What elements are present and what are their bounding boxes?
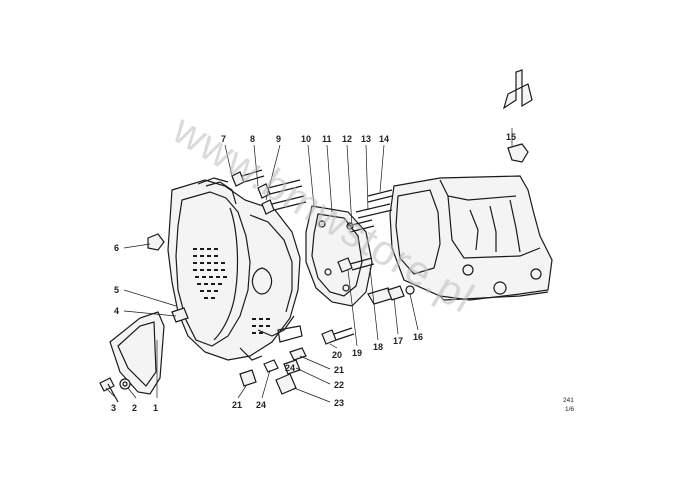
plug-4 bbox=[171, 307, 189, 323]
callout-18: 18 bbox=[373, 342, 383, 352]
nut-6 bbox=[147, 233, 165, 251]
callout-11: 11 bbox=[322, 134, 332, 144]
bolt-20-shank bbox=[333, 327, 355, 341]
stud-14 bbox=[367, 189, 393, 203]
washer-2-hole bbox=[122, 381, 128, 387]
dowel-13 bbox=[355, 203, 393, 219]
callout-6: 6 bbox=[114, 243, 119, 253]
callout-1: 1 bbox=[153, 403, 158, 413]
leader-lines bbox=[105, 128, 513, 403]
rear-gearbox-case bbox=[389, 175, 553, 301]
callout-9: 9 bbox=[276, 134, 281, 144]
callout-16: 16 bbox=[413, 332, 423, 342]
callout-2: 2 bbox=[132, 403, 137, 413]
bolt-19 bbox=[337, 257, 353, 273]
callout-20: 20 bbox=[332, 350, 342, 360]
washer-21 bbox=[289, 347, 307, 361]
bolt-20 bbox=[321, 329, 337, 345]
callout-12: 12 bbox=[342, 134, 352, 144]
callout-24-a: 24 bbox=[256, 400, 266, 410]
callout-3: 3 bbox=[111, 403, 116, 413]
callout-17: 17 bbox=[393, 336, 403, 346]
callout-4: 4 bbox=[114, 306, 119, 316]
bell-housing bbox=[167, 177, 303, 361]
callout-7: 7 bbox=[221, 134, 226, 144]
clip-24 bbox=[263, 359, 279, 373]
washer-2 bbox=[119, 378, 131, 390]
callout-22: 22 bbox=[334, 380, 344, 390]
callout-24-b: 24 bbox=[285, 363, 295, 373]
callout-13: 13 bbox=[361, 134, 371, 144]
callout-8: 8 bbox=[250, 134, 255, 144]
callout-5: 5 bbox=[114, 285, 119, 295]
bolts-7-8-9 bbox=[231, 169, 307, 215]
callout-10: 10 bbox=[301, 134, 311, 144]
callout-21-left: 21 bbox=[232, 400, 242, 410]
callout-numbers: 1 2 3 4 5 6 7 8 9 10 11 12 13 14 15 16 1… bbox=[111, 132, 516, 413]
housing-vent-grid bbox=[193, 248, 270, 334]
diagram-code-line1: 241 bbox=[563, 397, 574, 404]
callout-14: 14 bbox=[379, 134, 389, 144]
nut-21-left bbox=[239, 369, 257, 387]
callout-15: 15 bbox=[506, 132, 516, 142]
bolt-3 bbox=[99, 377, 119, 403]
bolt-19-shank bbox=[349, 257, 375, 271]
callout-19: 19 bbox=[352, 348, 362, 358]
bracket-15 bbox=[502, 69, 533, 163]
sensor-17 bbox=[387, 285, 405, 301]
diagram-code-line2: 1/6 bbox=[565, 406, 574, 413]
callout-21-right: 21 bbox=[334, 365, 344, 375]
cover-plate bbox=[109, 311, 165, 395]
callout-23: 23 bbox=[334, 398, 344, 408]
plug-23 bbox=[275, 373, 297, 395]
